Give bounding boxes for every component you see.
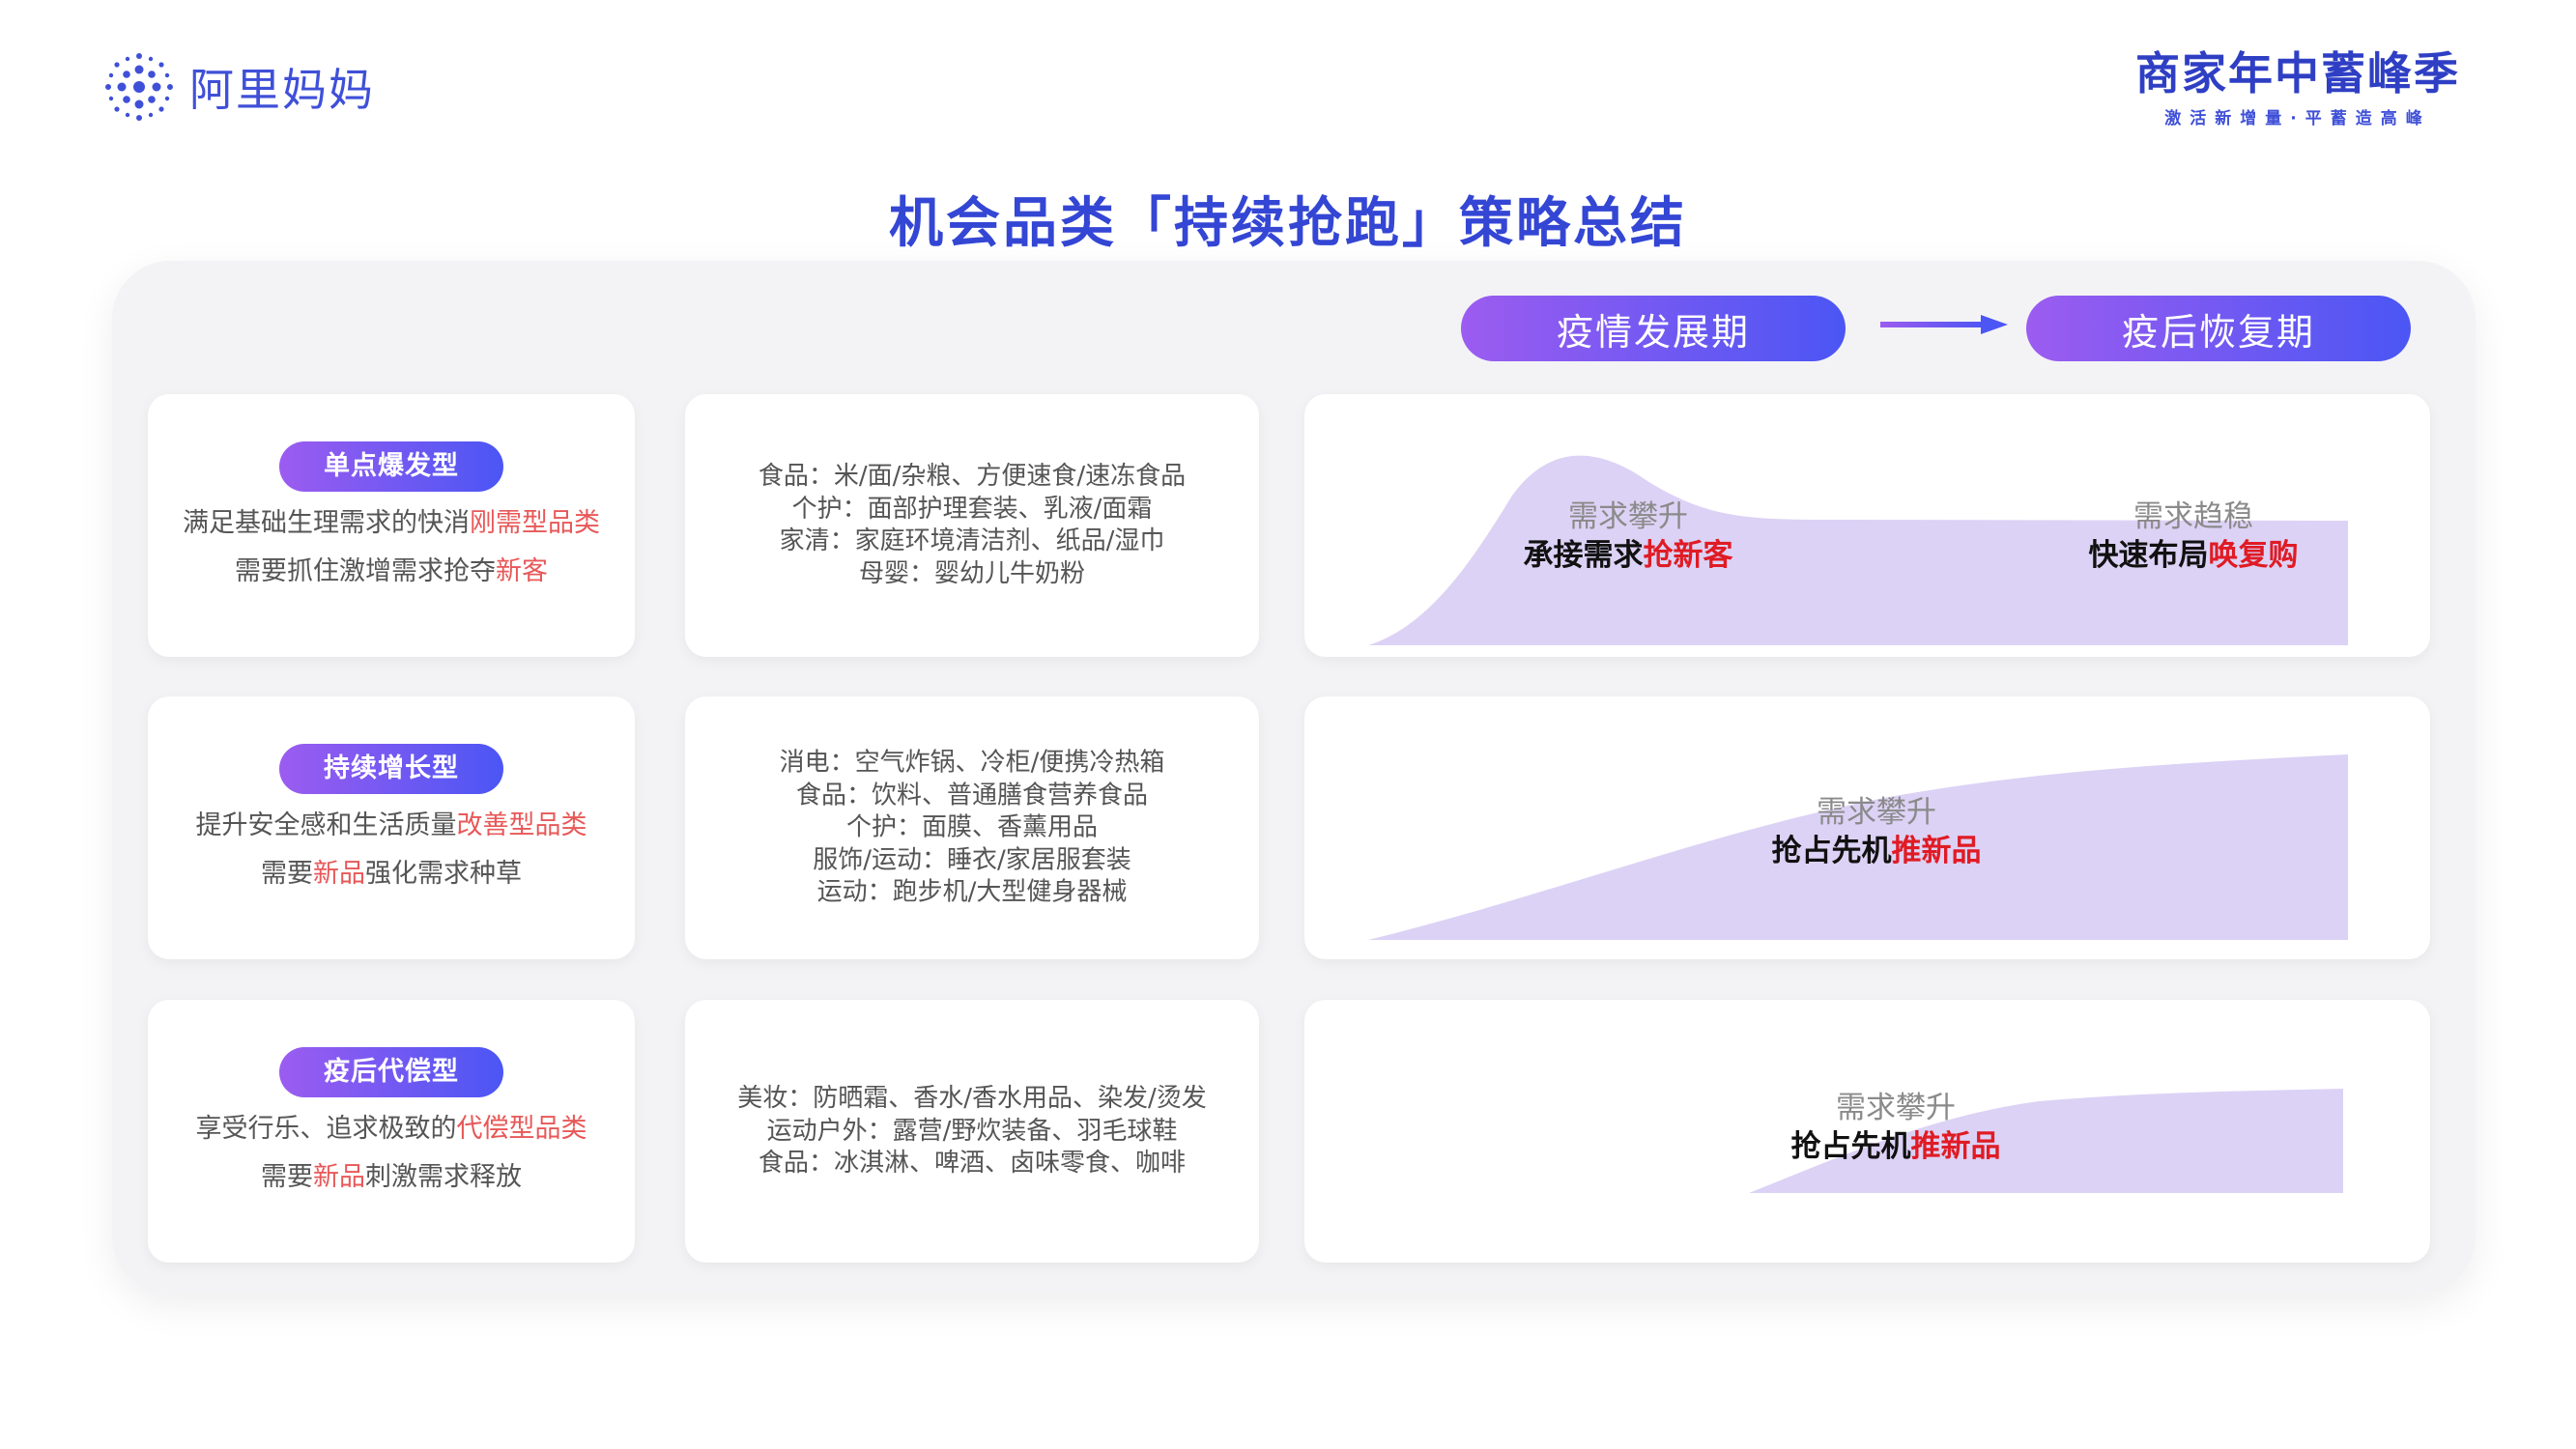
example-item: 运动：跑步机/大型健身器械 — [816, 877, 1128, 907]
curve-annotation: 需求趋稳 快速布局唤复购 — [2089, 497, 2299, 575]
curve-annotation: 需求攀升 抢占先机推新品 — [1791, 1089, 2001, 1166]
demand-curve-card-compensation: 需求攀升 抢占先机推新品 — [1304, 1000, 2430, 1263]
brand-subtitle: 激活新增量·平蓄造高峰 — [2164, 109, 2431, 128]
strategy-text-end: 强化需求种草 — [365, 859, 522, 889]
strategy-highlight: 新品 — [313, 859, 365, 889]
curve-annotation: 需求攀升 抢占先机推新品 — [1772, 793, 1982, 870]
desc-text: 享受行乐、追求极致的 — [195, 1114, 457, 1144]
strategy-text: 需要 — [261, 1162, 313, 1192]
type-description: 满足基础生理需求的快消刚需型品类 — [148, 499, 635, 548]
brand-title: 商家年中蓄峰季 — [2135, 47, 2460, 99]
type-strategy: 需要新品强化需求种草 — [148, 850, 635, 898]
strategy-action: 抢占先机 — [1790, 1129, 1911, 1164]
desc-highlight: 刚需型品类 — [470, 508, 600, 538]
example-item: 个护：面膜、香薰用品 — [845, 812, 1098, 842]
example-item: 服饰/运动：睡衣/家居服套装 — [813, 844, 1131, 874]
type-badge: 疫后代偿型 — [279, 1047, 503, 1097]
strategy-text: 需要抓住激增需求抢夺 — [235, 556, 496, 586]
strategy-text-end: 刺激需求释放 — [365, 1162, 522, 1192]
example-item: 美妆：防晒霜、香水/香水用品、染发/烫发 — [737, 1083, 1207, 1113]
desc-highlight: 改善型品类 — [456, 810, 587, 840]
type-description: 享受行乐、追求极致的代偿型品类 — [148, 1105, 635, 1153]
type-description: 提升安全感和生活质量改善型品类 — [148, 802, 635, 850]
example-item: 个护：面部护理套装、乳液/面霜 — [791, 494, 1153, 524]
page-title: 机会品类「持续抢跑」策略总结 — [889, 192, 1687, 255]
strategy-goal: 推新品 — [1910, 1129, 2001, 1164]
type-card-growth: 持续增长型 提升安全感和生活质量改善型品类 需要新品强化需求种草 — [148, 696, 635, 959]
examples-card-compensation: 美妆：防晒霜、香水/香水用品、染发/烫发 运动户外：露营/野炊装备、羽毛球鞋 食… — [685, 1000, 1259, 1263]
strategy-goal: 唤复购 — [2208, 538, 2299, 573]
logo-text: 阿里妈妈 — [189, 64, 375, 116]
type-strategy: 需要新品刺激需求释放 — [148, 1153, 635, 1202]
example-item: 消电：空气炸锅、冷柜/便携冷热箱 — [779, 748, 1165, 778]
strategy-goal: 抢新客 — [1643, 538, 1733, 573]
arrow-right-icon — [1880, 315, 2008, 334]
type-badge: 单点爆发型 — [279, 441, 503, 492]
strategy-text: 需要 — [261, 859, 313, 889]
strategy-action: 快速布局 — [2088, 538, 2209, 573]
demand-state: 需求攀升 — [1836, 1091, 1956, 1125]
example-item: 食品：米/面/杂粮、方便速食/速冻食品 — [758, 462, 1187, 491]
strategy-action: 抢占先机 — [1771, 834, 1892, 868]
type-strategy: 需要抓住激增需求抢夺新客 — [148, 548, 635, 596]
example-item: 家清：家庭环境清洁剂、纸品/湿巾 — [779, 526, 1165, 555]
demand-curve-area — [1368, 455, 2348, 645]
demand-curve-card-burst: 需求攀升 承接需求抢新客 需求趋稳 快速布局唤复购 — [1304, 394, 2430, 657]
examples-card-burst: 食品：米/面/杂粮、方便速食/速冻食品 个护：面部护理套装、乳液/面霜 家清：家… — [685, 394, 1259, 657]
demand-curve-area — [1368, 754, 2348, 940]
strategy-action: 承接需求 — [1523, 538, 1644, 573]
strategy-label: 承接需求抢新客 — [1524, 536, 1733, 575]
demand-state: 需求攀升 — [1817, 795, 1936, 830]
desc-text: 提升安全感和生活质量 — [195, 810, 457, 840]
example-item: 食品：冰淇淋、啤酒、卤味零食、咖啡 — [758, 1148, 1186, 1178]
example-item: 母婴：婴幼儿牛奶粉 — [858, 558, 1085, 588]
demand-state: 需求趋稳 — [2133, 499, 2253, 534]
demand-state: 需求攀升 — [1568, 499, 1688, 534]
phase-pill-epidemic: 疫情发展期 — [1461, 296, 1846, 361]
strategy-label: 抢占先机推新品 — [1772, 832, 1982, 870]
example-list: 食品：米/面/杂粮、方便速食/速冻食品 个护：面部护理套装、乳液/面霜 家清：家… — [685, 461, 1259, 590]
strategy-goal: 推新品 — [1891, 834, 1982, 868]
desc-text: 满足基础生理需求的快消 — [183, 508, 470, 538]
example-list: 消电：空气炸锅、冷柜/便携冷热箱 食品：饮料、普通膳食营养食品 个护：面膜、香薰… — [685, 747, 1259, 909]
dot-burst-icon — [105, 53, 173, 121]
example-item: 食品：饮料、普通膳食营养食品 — [795, 780, 1148, 810]
campaign-brand: 商家年中蓄峰季 激活新增量·平蓄造高峰 — [2135, 46, 2460, 128]
type-card-burst: 单点爆发型 满足基础生理需求的快消刚需型品类 需要抓住激增需求抢夺新客 — [148, 394, 635, 657]
type-card-compensation: 疫后代偿型 享受行乐、追求极致的代偿型品类 需要新品刺激需求释放 — [148, 1000, 635, 1263]
demand-curve-area — [1749, 1089, 2343, 1193]
strategy-label: 快速布局唤复购 — [2089, 536, 2299, 575]
alimama-logo: 阿里妈妈 — [102, 48, 375, 126]
demand-curve-card-growth: 需求攀升 抢占先机推新品 — [1304, 696, 2430, 959]
type-badge: 持续增长型 — [279, 744, 503, 794]
desc-highlight: 代偿型品类 — [456, 1114, 587, 1144]
strategy-highlight: 新客 — [496, 556, 548, 586]
strategy-label: 抢占先机推新品 — [1791, 1127, 2001, 1166]
examples-card-growth: 消电：空气炸锅、冷柜/便携冷热箱 食品：饮料、普通膳食营养食品 个护：面膜、香薰… — [685, 696, 1259, 959]
example-item: 运动户外：露营/野炊装备、羽毛球鞋 — [766, 1116, 1178, 1146]
strategy-highlight: 新品 — [313, 1162, 365, 1192]
phase-pill-recovery: 疫后恢复期 — [2026, 296, 2411, 361]
example-list: 美妆：防晒霜、香水/香水用品、染发/烫发 运动户外：露营/野炊装备、羽毛球鞋 食… — [685, 1083, 1259, 1180]
curve-annotation: 需求攀升 承接需求抢新客 — [1524, 497, 1733, 575]
